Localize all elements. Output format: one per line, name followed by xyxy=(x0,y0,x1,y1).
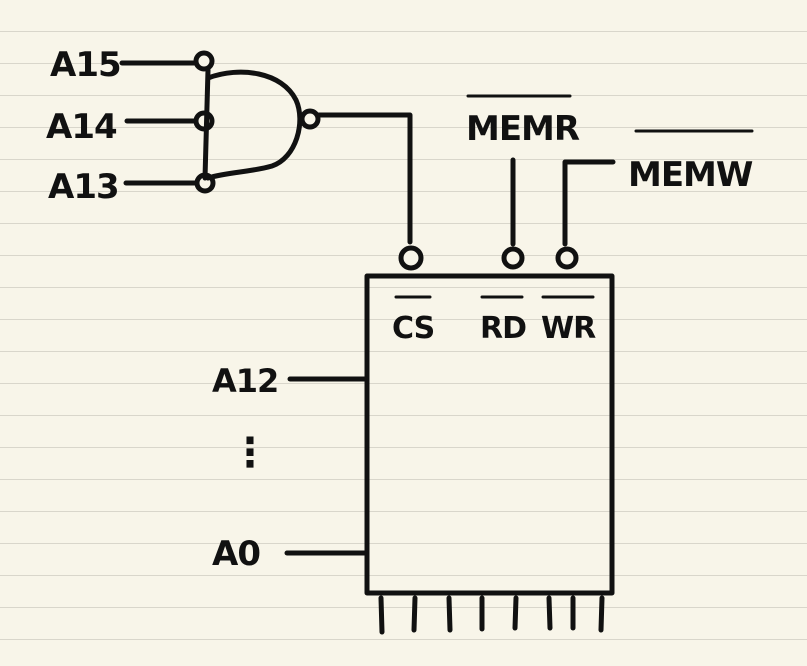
label-a13: A13 xyxy=(48,167,119,207)
nand-gate xyxy=(205,69,303,181)
data-line-1 xyxy=(378,595,385,635)
label-a15: A15 xyxy=(50,45,121,85)
pin-rd: RD xyxy=(480,311,526,346)
cs-pin-bubble xyxy=(398,245,424,271)
wr-pin-bubble xyxy=(555,246,579,270)
data-line-8 xyxy=(598,595,605,633)
data-line-3 xyxy=(446,595,453,633)
gate-input-edge xyxy=(202,67,211,181)
data-line-6 xyxy=(546,595,553,631)
label-a0: A0 xyxy=(212,534,260,574)
label-a12: A12 xyxy=(212,362,278,400)
memory-chip xyxy=(364,273,615,596)
address-ellipsis: ⋮ xyxy=(230,430,269,476)
pin-wr: WR xyxy=(541,311,596,346)
wire-gate-to-cs xyxy=(315,112,413,245)
data-line-5 xyxy=(512,595,519,631)
label-memw: MEMW xyxy=(628,155,753,195)
pin-cs: CS xyxy=(392,311,434,346)
data-line-2 xyxy=(411,595,418,633)
wire-memw-to-wr xyxy=(562,159,616,247)
rd-pin-bubble xyxy=(501,246,525,270)
nand-output-bubble xyxy=(299,108,321,130)
input-bubble-a15 xyxy=(193,50,215,72)
label-a14: A14 xyxy=(46,107,117,147)
label-memr: MEMR xyxy=(466,109,580,149)
